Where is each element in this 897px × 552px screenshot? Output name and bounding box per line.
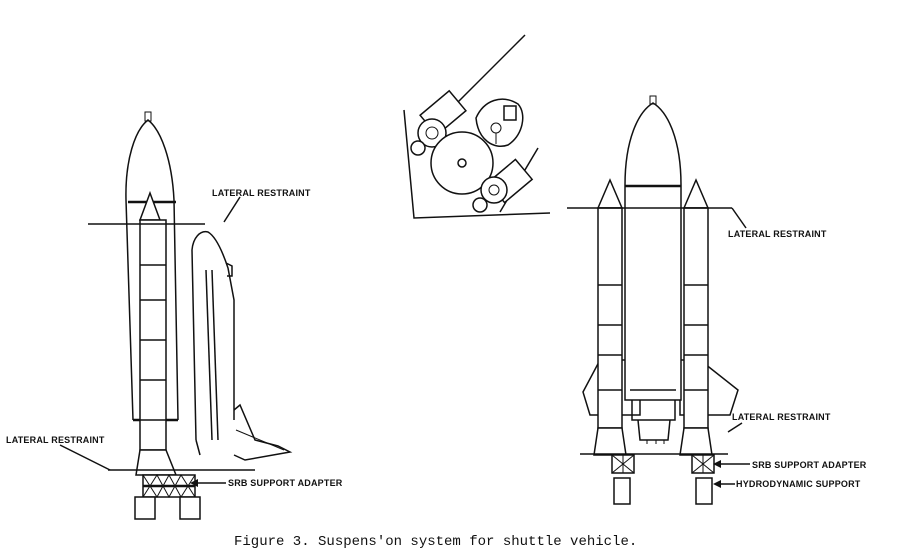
top-view-external-tank — [430, 131, 494, 195]
right-bottom-restraint-label: LATERAL RESTRAINT — [732, 412, 831, 422]
srb-support-adapter-side — [134, 473, 201, 520]
right-srb-adapter-arrow — [713, 460, 750, 468]
figure-caption: Figure 3. Suspens'on system for shuttle … — [234, 534, 637, 550]
srb-side — [135, 190, 178, 476]
left-srb-adapter-arrow — [190, 479, 226, 487]
left-srb-adapter-label: SRB SUPPORT ADAPTER — [228, 478, 343, 488]
front-view-stack — [567, 95, 750, 505]
right-top-restraint-leader — [731, 207, 747, 229]
left-bottom-restraint-label: LATERAL RESTRAINT — [6, 435, 105, 445]
orbiter-side — [191, 230, 293, 461]
right-srb-adapter-label: SRB SUPPORT ADAPTER — [752, 460, 867, 470]
top-view-orbiter — [475, 98, 524, 147]
srb-front-left — [593, 178, 627, 456]
right-bottom-restraint-leader — [727, 422, 743, 433]
top-view-booster-upper — [410, 89, 467, 156]
side-view-stack — [59, 111, 293, 520]
left-top-restraint-label: LATERAL RESTRAINT — [212, 188, 311, 198]
right-top-restraint-label: LATERAL RESTRAINT — [728, 229, 827, 239]
left-bottom-restraint-leader — [59, 444, 111, 471]
srb-support-adapters-front — [611, 454, 715, 474]
top-view-booster-lower — [472, 158, 534, 213]
hydrodynamic-supports-front — [613, 477, 713, 505]
right-hydrodynamic-label: HYDRODYNAMIC SUPPORT — [736, 479, 861, 489]
external-tank-front — [624, 95, 682, 444]
left-top-restraint-leader — [223, 196, 241, 223]
srb-front-right — [679, 178, 713, 456]
top-view-stack — [403, 34, 551, 219]
right-hydrodynamic-arrow — [713, 480, 735, 488]
